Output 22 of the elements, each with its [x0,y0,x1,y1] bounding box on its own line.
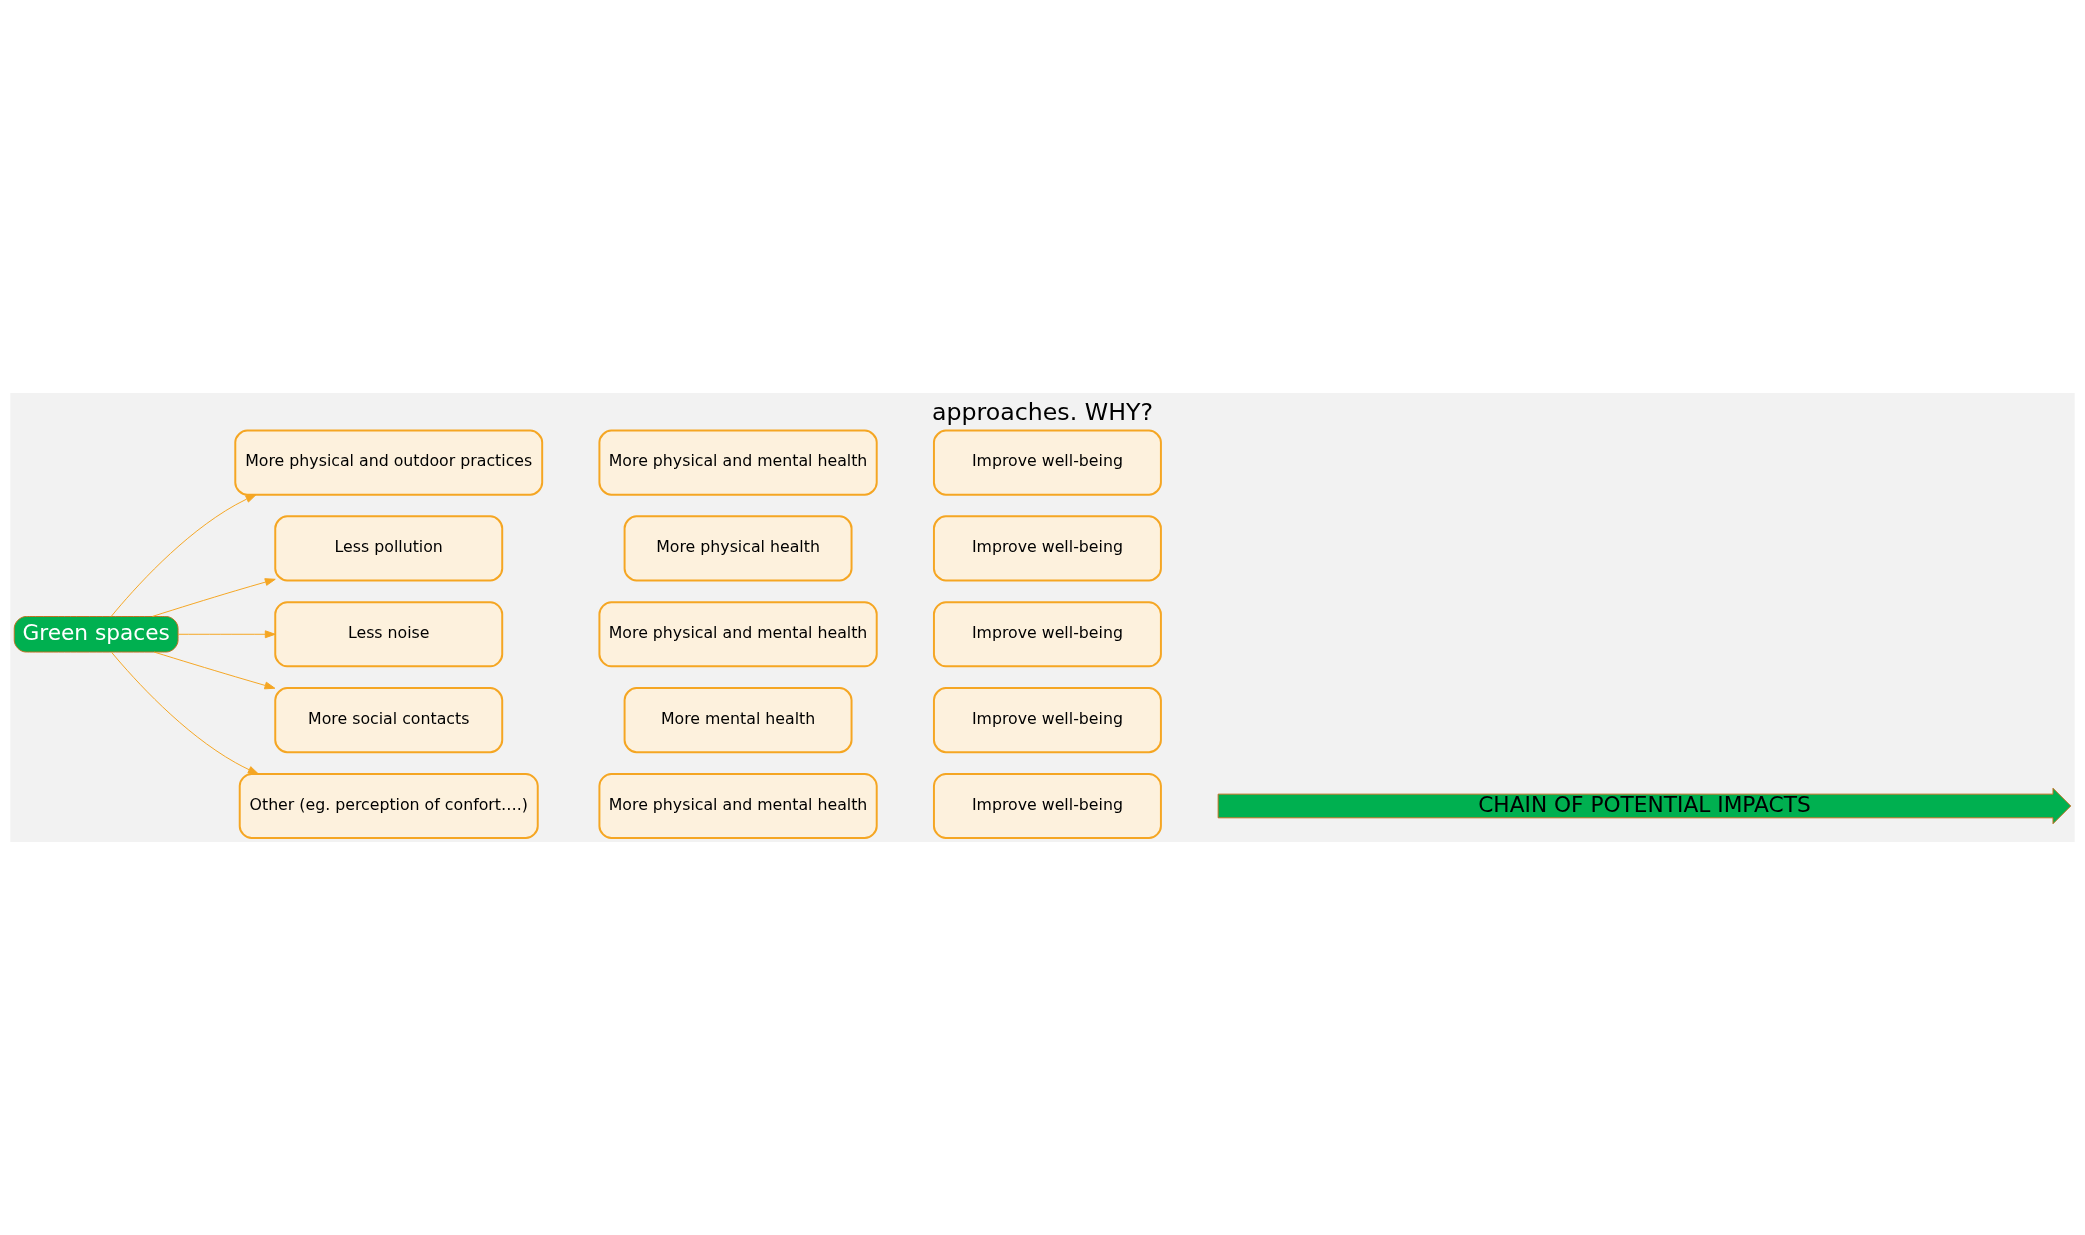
node-box: Green spaces [13,616,179,653]
node-box: More social contacts [274,687,504,754]
node-box: More mental health [623,687,853,754]
node-box: Improve well-being [932,772,1162,840]
node-box: Improve well-being [932,515,1162,582]
node-box: More physical and mental health [598,772,878,840]
node-box: Less noise [274,601,504,668]
node-box: More physical and mental health [598,601,878,668]
node-box: More physical and mental health [598,429,878,496]
diagram-title: approaches. WHY? [932,397,1153,426]
arrow [110,494,257,617]
arrow [153,651,276,690]
node-box: More physical health [623,515,853,582]
arrow [111,651,259,775]
node-box: Improve well-being [932,601,1162,668]
arrow [151,578,276,617]
node-box: Improve well-being [932,687,1162,754]
arrow [177,630,276,639]
node-box: Other (eg. perception of confort….) [238,772,539,840]
node-box: More physical and outdoor practices [234,429,544,496]
node-box: Less pollution [274,515,504,582]
node-box: Improve well-being [932,429,1162,496]
